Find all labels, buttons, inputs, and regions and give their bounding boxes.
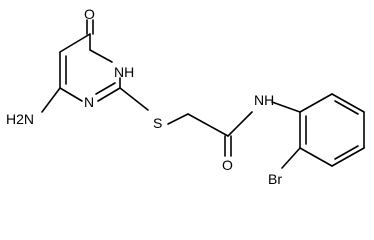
structure-diagram: O NH N H2N S NH O Br [6, 6, 365, 187]
bond-r1-r2 [299, 93, 333, 113]
linker-chain [167, 101, 301, 157]
bond-c6-c5 [59, 33, 91, 53]
bond-c-br [281, 147, 301, 169]
bond-n3-c2-double [95, 82, 116, 95]
bond-r2-r3-double [334, 100, 359, 115]
atom-o-amide: O [222, 157, 233, 173]
atom-n-ring: N [84, 94, 94, 110]
bond-c-nh [227, 111, 253, 137]
molecule-drawing: O NH N H2N S NH O Br [6, 6, 365, 187]
atom-amino: H2N [6, 111, 34, 127]
atom-o-carbonyl: O [84, 6, 95, 22]
bond-c2-s [119, 87, 149, 111]
bond-c4-nh2 [41, 87, 61, 113]
atom-sulfur: S [153, 115, 162, 131]
atom-labels: O NH N H2N S NH O Br [6, 6, 282, 187]
bond-n1-c6 [89, 49, 113, 63]
atom-bromine: Br [268, 171, 282, 187]
atom-nh-ring: NH [114, 64, 134, 80]
bond-s-ch2 [167, 113, 189, 125]
bond-r5-r6 [299, 147, 333, 167]
bond-c4-n3 [59, 87, 83, 102]
bond-r4-r5-double [334, 145, 359, 160]
bond-nh-ring [271, 101, 301, 113]
atom-nh-amide: NH [254, 92, 274, 108]
bond-n3-c2 [97, 87, 121, 102]
bromophenyl-ring [281, 93, 365, 169]
pyrimidine-ring [41, 19, 149, 113]
bond-ch2-c [187, 113, 229, 137]
bond-r4-r5 [331, 147, 365, 167]
bond-r2-r3 [331, 93, 365, 113]
